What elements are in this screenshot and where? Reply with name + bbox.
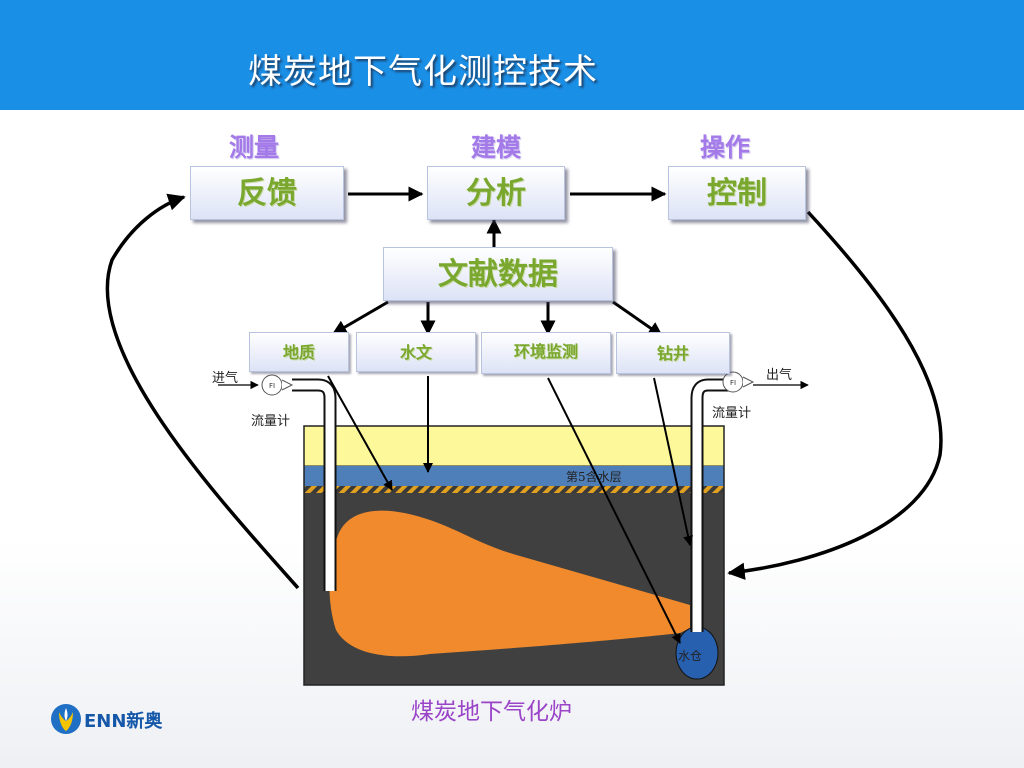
enn-logo-icon xyxy=(51,704,81,734)
category-measure: 测量 xyxy=(229,133,280,162)
injection-well xyxy=(292,380,335,591)
gasifier-cross-section: FI FI xyxy=(218,371,809,686)
category-model: 建模 xyxy=(471,133,522,162)
arrow-furnace-to-feedback xyxy=(105,193,300,590)
aquifer-label: 第5含水层 xyxy=(566,470,622,484)
feedback-box: 反馈 xyxy=(190,166,344,220)
production-well xyxy=(692,380,735,632)
arrow-drilling-to-well xyxy=(653,377,693,546)
source-geology-box: 地质 xyxy=(249,332,349,372)
arrow-literature-to-drilling xyxy=(612,300,664,338)
arrow-literature-to-geology xyxy=(331,300,389,336)
aquitard-hatch xyxy=(304,486,724,493)
flowmeter-right-tag: FI xyxy=(730,379,736,387)
flowmeter-right-label: 流量计 xyxy=(712,406,752,421)
control-box: 控制 xyxy=(668,166,806,220)
source-environment-box: 环境监测 xyxy=(481,332,611,374)
gas-in-label: 进气 xyxy=(212,371,239,386)
gas-out-label: 出气 xyxy=(766,368,793,383)
analysis-box: 分析 xyxy=(427,166,565,220)
arrow-geology-to-section xyxy=(327,375,393,491)
arrow-environment-to-sump xyxy=(547,377,681,644)
section-border xyxy=(303,425,725,686)
category-operate: 操作 xyxy=(700,133,751,162)
aquifer-layer xyxy=(304,466,724,486)
flowmeter-left-label: 流量计 xyxy=(251,414,291,429)
page-title: 煤炭地下气化测控技术 xyxy=(248,52,598,92)
flowmeter-left-tag: FI xyxy=(269,382,275,390)
source-drilling-box: 钻井 xyxy=(616,332,730,374)
furnace-caption: 煤炭地下气化炉 xyxy=(411,699,572,725)
literature-data-box: 文献数据 xyxy=(383,247,613,301)
logo-text: ENN新奥 xyxy=(84,711,163,732)
sump-label: 水仓 xyxy=(678,649,703,663)
arrow-control-to-furnace xyxy=(727,210,943,580)
gasification-zone xyxy=(329,510,690,657)
title-bar xyxy=(0,0,1024,110)
source-hydrology-box: 水文 xyxy=(356,332,476,372)
